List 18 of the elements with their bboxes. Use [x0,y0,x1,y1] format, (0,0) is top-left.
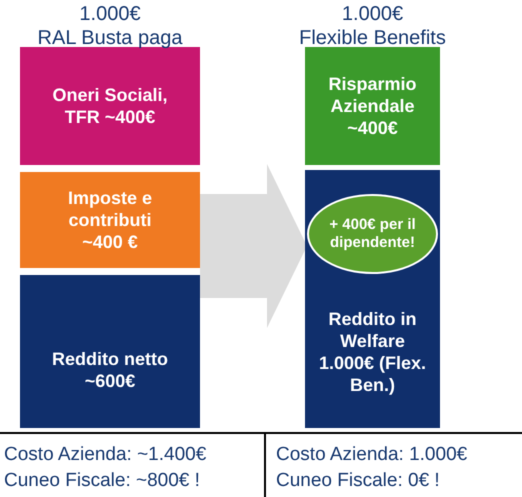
column-heading: 1.000€ Flexible Benefits [298,2,447,50]
box-text: Reddito netto ~600€ [52,348,168,392]
arrow [200,164,307,328]
stacked-box [20,275,200,428]
summary-text: Cuneo Fiscale: ~800€ ! [4,470,200,492]
stacked-box [20,172,200,268]
box-text: + 400€ per il dipendente! [328,216,417,252]
box-text: Oneri Sociali, TFR ~400€ [52,84,168,128]
box-text: Risparmio Aziendale ~400€ [327,73,418,139]
summary-text: Costo Azienda: 1.000€ [276,444,468,466]
stacked-box [305,47,440,165]
box-text: Imposte e contributi ~400 € [66,187,154,253]
stacked-box [20,47,200,165]
stacked-box [305,170,440,428]
summary-text: Costo Azienda: ~1.400€ [4,444,206,466]
box-text: Reddito in Welfare 1.000€ (Flex. Ben.) [318,308,428,396]
summary-text: Cuneo Fiscale: 0€ ! [276,470,440,492]
column-heading: 1.000€ RAL Busta paga [36,2,184,50]
